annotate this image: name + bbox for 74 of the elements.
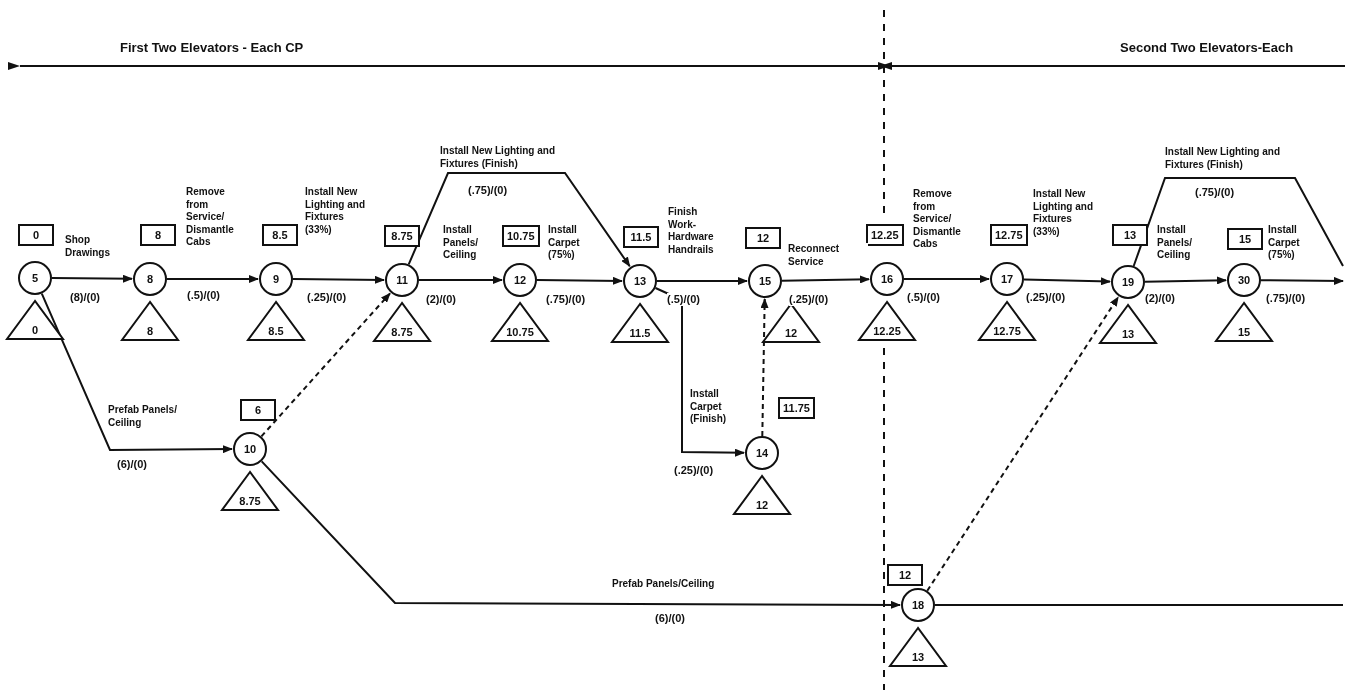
arrow (166, 275, 259, 283)
duration-label: (.25)/(0) (674, 464, 714, 478)
early-time-box: 12.75 (990, 224, 1028, 246)
early-time-box: 11.75 (778, 397, 815, 419)
duration-label: (.25)/(0) (1026, 291, 1066, 305)
event-circle: 11 (385, 263, 419, 297)
early-time-box: 12 (887, 564, 923, 586)
duration-label: (.75)/(0) (546, 293, 586, 307)
event-circle: 10 (233, 432, 267, 466)
arrow (407, 172, 631, 268)
arrow (536, 276, 623, 285)
duration-label: (.75)/(0) (468, 184, 508, 198)
duration-label: (2)/(0) (426, 293, 456, 307)
edge-label: Prefab Panels/Ceiling (612, 578, 715, 591)
early-time-box: 13 (1112, 224, 1148, 246)
early-time-box: 15 (1227, 228, 1263, 250)
duration-label: (8)/(0) (70, 291, 100, 305)
event-circle: 19 (1111, 265, 1145, 299)
early-time-box: 12 (745, 227, 781, 249)
edge-label: Install New Lighting and Fixtures (33%) (1033, 188, 1095, 238)
event-circle: 30 (1227, 263, 1261, 297)
early-time-box: 8 (140, 224, 176, 246)
duration-label: (6)/(0) (655, 612, 685, 626)
event-circle: 12 (503, 263, 537, 297)
early-time-box: 12.25 (866, 224, 904, 246)
early-time-box: 11.5 (623, 226, 659, 248)
early-time-box: 8.5 (262, 224, 298, 246)
arrow (781, 275, 870, 284)
late-time-triangle: 13 (888, 626, 948, 668)
arrow (656, 277, 748, 285)
arrow (260, 460, 901, 609)
event-circle: 5 (18, 261, 52, 295)
duration-label: (.25)/(0) (307, 291, 347, 305)
arrow (51, 274, 133, 283)
event-circle: 14 (745, 436, 779, 470)
edge-label: Install New Lighting and Fixtures (Finish) (440, 145, 558, 170)
edge-label: Install New Lighting and Fixtures (33%) (305, 186, 367, 236)
late-time-triangle: 8.5 (246, 300, 306, 342)
arrow (1144, 276, 1227, 285)
arrow (292, 275, 385, 284)
event-circle: 16 (870, 262, 904, 296)
late-time-triangle: 12 (732, 474, 792, 516)
early-time-box: 6 (240, 399, 276, 421)
arrow (654, 287, 745, 457)
duration-label: (6)/(0) (117, 458, 147, 472)
duration-label: (.75)/(0) (1195, 186, 1235, 200)
event-circle: 18 (901, 588, 935, 622)
early-time-box: 0 (18, 224, 54, 246)
late-time-triangle: 13 (1098, 303, 1158, 345)
duration-label: (.5)/(0) (667, 293, 700, 307)
arrow (40, 292, 233, 454)
duration-label: (.5)/(0) (907, 291, 940, 305)
duration-label: (2)/(0) (1145, 292, 1175, 306)
arrow (1023, 277, 1111, 286)
event-circle: 17 (990, 262, 1024, 296)
duration-label: (.75)/(0) (1266, 292, 1306, 306)
late-time-triangle: 8.75 (220, 470, 280, 512)
duration-label: (.5)/(0) (187, 289, 220, 303)
duration-label: (.25)/(0) (789, 293, 829, 307)
edge-label: Reconnect Service (788, 243, 868, 268)
arrow (418, 276, 503, 284)
event-circle: 13 (623, 264, 657, 298)
event-circle: 8 (133, 262, 167, 296)
dashed-arrow (926, 296, 1120, 592)
late-time-triangle: 8 (120, 300, 180, 342)
event-circle: 15 (748, 264, 782, 298)
early-time-box: 10.75 (502, 225, 540, 247)
arrow (1260, 276, 1344, 285)
dashed-arrow (260, 292, 391, 438)
late-time-triangle: 0 (5, 299, 65, 341)
arrow (903, 275, 990, 283)
event-circle: 9 (259, 262, 293, 296)
early-time-box: 8.75 (384, 225, 420, 247)
dashed-arrow (760, 298, 769, 437)
